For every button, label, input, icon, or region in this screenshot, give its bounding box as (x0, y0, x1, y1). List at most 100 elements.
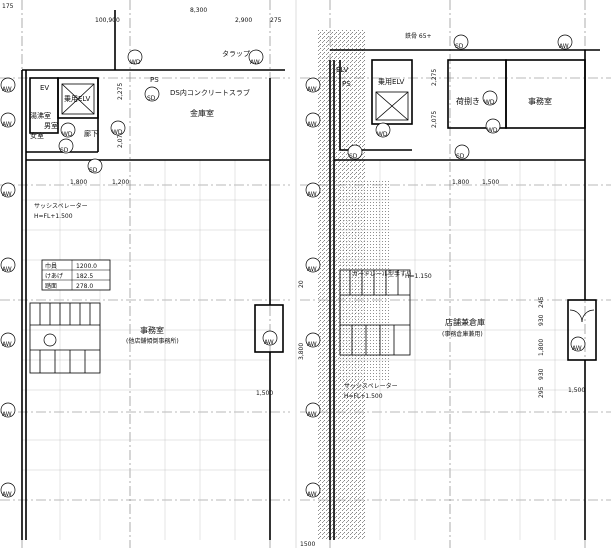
aw-tag: AW (264, 339, 274, 346)
left-tag-texts: WD AW SD WD WD SD SD AW AW AW AW AW AW A… (2, 59, 274, 498)
dim-text: 295 (538, 386, 545, 398)
left-dimensions: 175 100,900 8,300 2,900 275 1,800 1,200 … (2, 3, 282, 397)
left-tags (0, 49, 278, 498)
womens-room-label: 女室 (30, 131, 44, 140)
dim-text: 245 (538, 296, 545, 308)
dim-text: 8,300 (190, 7, 207, 14)
aw-tag: AW (307, 86, 317, 93)
aw-tag: AW (307, 121, 317, 128)
left-room-labels: タラップ PS DS内コンクリートスラブ 乗用ELV EV 金庫室 男室 女室 … (30, 49, 250, 345)
dim-text: 100,900 (95, 17, 120, 24)
aw-tag: AW (2, 491, 12, 498)
dim-text: 2,275 (431, 69, 438, 86)
elevator-label: ELV (336, 66, 349, 74)
right-staircase (339, 269, 411, 356)
wd-tag: WD (130, 59, 141, 66)
right-walls (329, 49, 600, 540)
left-staircase (29, 302, 101, 374)
stair-table-key: 踏面 (45, 282, 57, 290)
wd-tag: WD (484, 99, 495, 106)
office-room-sublabel: (他店舗傾倒事務所) (126, 337, 179, 345)
aw-tag: AW (559, 43, 569, 50)
sd-tag: SD (60, 147, 69, 154)
aw-tag: AW (307, 191, 317, 198)
dim-text: 175 (2, 3, 14, 10)
stair-table-key: けあげ (45, 272, 63, 280)
left-plan: 巾員 1200.0 けあげ 182.5 踏面 278.0 175 100,900… (0, 0, 290, 548)
trap-label: タラップ (222, 49, 250, 58)
main-room-label: 店舗兼倉庫 (445, 317, 485, 327)
sd-tag: SD (456, 153, 465, 160)
dim-text: 20 (298, 280, 305, 288)
dim-text: H=1.150 (405, 273, 432, 280)
aw-tag: AW (2, 341, 12, 348)
right-plan: 鉄骨 65+ 1,800 1,500 1,500 1500 H=1.150 2,… (298, 0, 611, 548)
sd-tag: SD (455, 43, 464, 50)
sash-height-label: H=FL+1.500 (34, 213, 73, 220)
aw-tag: AW (307, 411, 317, 418)
right-room-labels: ELV 乗用ELV PS 荷捌き 事務室 店舗兼倉庫 (事務倉庫兼用) ガードレ… (336, 66, 552, 400)
sash-label: サッシスペレーター (34, 202, 88, 210)
sash-height-label: H=FL+1.500 (344, 393, 383, 400)
aw-tag: AW (2, 121, 12, 128)
dim-text: 1,800 (452, 179, 469, 186)
sd-tag: SD (349, 153, 358, 160)
dim-text: 275 (270, 17, 282, 24)
storage-room-label: 荷捌き (456, 96, 480, 106)
sash-label: サッシスペレーター (344, 382, 398, 390)
wd-tag: WD (62, 131, 73, 138)
dim-text: 2,275 (117, 83, 124, 100)
dim-text: 930 (538, 368, 545, 380)
wd-tag: WD (112, 129, 123, 136)
dim-text: 2,075 (431, 111, 438, 128)
ps-label: PS (342, 80, 351, 88)
wd-tag: WD (377, 131, 388, 138)
aw-tag: AW (307, 341, 317, 348)
scan-noise (340, 180, 390, 380)
aw-tag: AW (2, 191, 12, 198)
dim-text: 1,800 (70, 179, 87, 186)
dim-text: 1,500 (256, 390, 273, 397)
dim-text: 2,075 (117, 131, 124, 148)
right-entrance-door (569, 309, 595, 323)
right-ceiling-grid (330, 160, 585, 540)
dim-text: 2,900 (235, 17, 252, 24)
office-room-label: 事務室 (140, 325, 164, 335)
right-tags (305, 34, 586, 498)
main-room-sublabel: (事務倉庫兼用) (442, 330, 483, 338)
dim-text: 鉄骨 65+ (405, 32, 432, 40)
aw-tag: AW (307, 491, 317, 498)
left-walls (21, 10, 285, 540)
mens-room-label: 男室 (44, 121, 58, 130)
kitchen-label: 湯沸室 (30, 111, 51, 120)
ps-label: PS (150, 76, 159, 84)
elevator-label: 乗用ELV (378, 77, 405, 86)
guardrail-label: ガードレール型手すり (352, 270, 412, 278)
wd-tag: WD (487, 127, 498, 134)
dim-text: 1,500 (482, 179, 499, 186)
dim-text: 3,800 (298, 343, 305, 360)
stair-table-value: 1200.0 (76, 263, 97, 270)
office-room-label: 事務室 (528, 96, 552, 106)
aw-tag: AW (307, 266, 317, 273)
left-elevator-car (61, 83, 95, 115)
right-dimensions: 鉄骨 65+ 1,800 1,500 1,500 1500 H=1.150 2,… (298, 32, 585, 548)
elevator-label: 乗用ELV (64, 94, 91, 103)
ev-label: EV (40, 84, 49, 92)
aw-tag: AW (2, 411, 12, 418)
dim-text: 1,500 (568, 387, 585, 394)
aw-tag: AW (250, 59, 260, 66)
sd-tag: SD (147, 95, 156, 102)
stair-table-key: 巾員 (45, 262, 57, 270)
aw-tag: AW (572, 345, 582, 352)
dim-text: 1500 (300, 541, 315, 548)
left-ceiling-grid (22, 160, 270, 540)
dim-text: 1,800 (538, 339, 545, 356)
stair-table-value: 278.0 (76, 283, 93, 290)
aw-tag: AW (2, 86, 12, 93)
aw-tag: AW (2, 266, 12, 273)
right-tag-texts: SD AW WD WD WD SD SD AW AW AW AW AW AW A… (307, 43, 582, 498)
right-elevator-car (375, 91, 409, 121)
